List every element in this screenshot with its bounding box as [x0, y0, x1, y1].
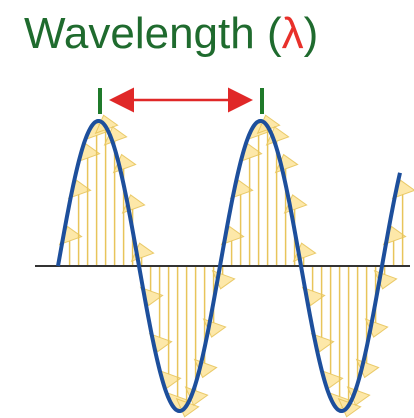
title-text: Wavelength (	[24, 9, 282, 58]
page-title: Wavelength (λ)	[24, 4, 318, 64]
title-close: )	[303, 9, 319, 58]
sine-wave	[56, 119, 402, 413]
lambda-symbol: λ	[281, 9, 304, 58]
